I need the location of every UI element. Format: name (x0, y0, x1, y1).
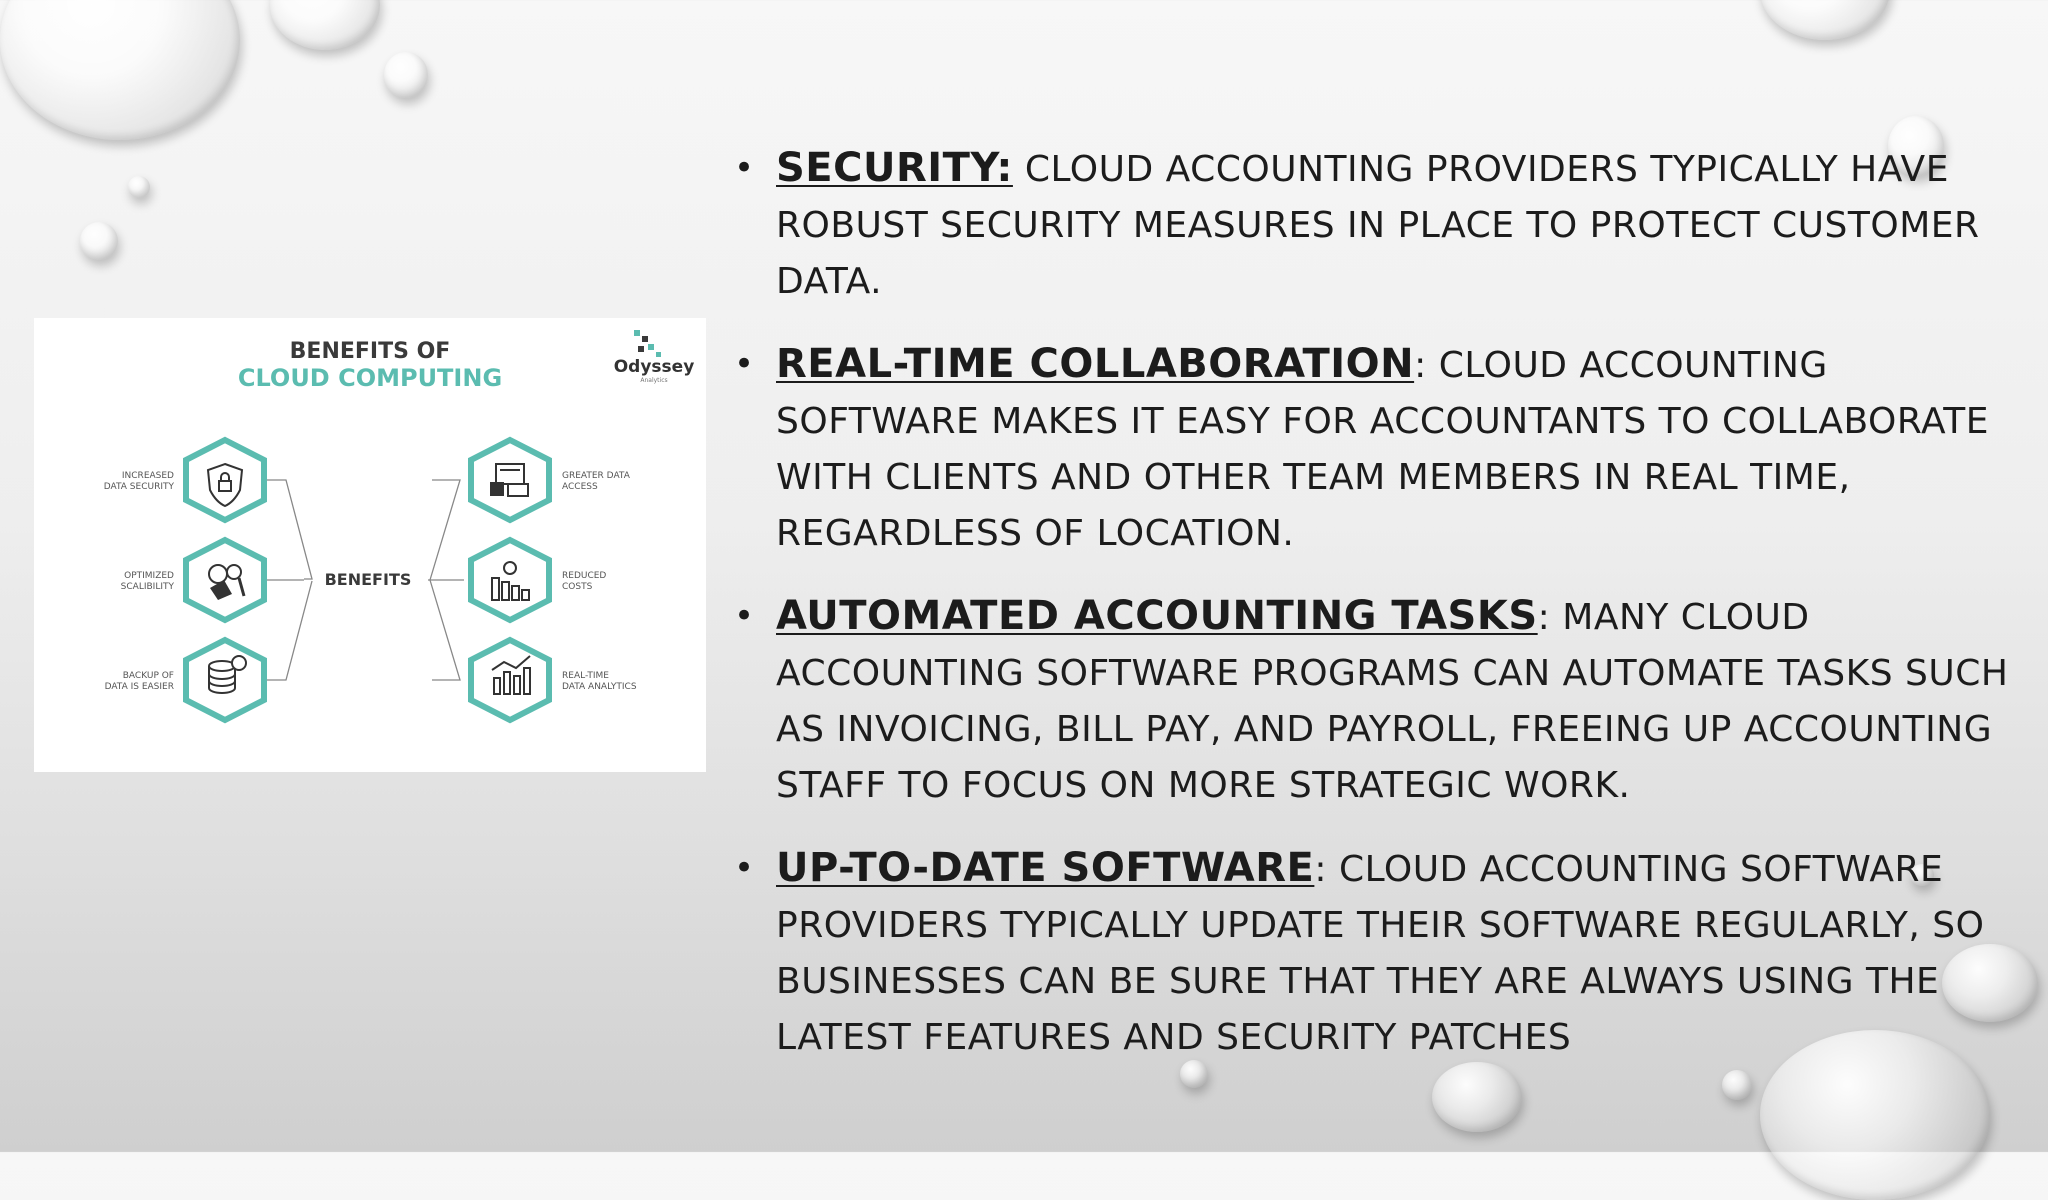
label-right-2b: COSTS (562, 582, 593, 592)
bullet-automated-tasks: AUTOMATED ACCOUNTING TASKS: MANY CLOUD A… (734, 588, 2024, 814)
hex-optimized-scalability (183, 536, 267, 624)
shield-lock-icon (206, 462, 244, 508)
hex-analytics (468, 636, 552, 724)
water-drop (128, 176, 150, 198)
reduced-costs-icon (491, 561, 530, 601)
label-left-3b: DATA IS EASIER (105, 682, 174, 692)
bullet-heading: AUTOMATED ACCOUNTING TASKS (776, 593, 1538, 639)
bullet-sep: : (1314, 849, 1328, 890)
bullet-text: CLOUD ACCOUNTING SOFTWARE PROVIDERS TYPI… (776, 849, 1985, 1058)
benefits-bullet-list: SECURITY: CLOUD ACCOUNTING PROVIDERS TYP… (734, 140, 2024, 1092)
data-access-icon (490, 463, 529, 497)
water-drop (80, 222, 118, 260)
infographic-svg: BENEFITS OF CLOUD COMPUTING Odyssey Anal… (104, 330, 695, 724)
infographic-title-line2: CLOUD COMPUTING (238, 364, 502, 392)
hex-reduced-costs (468, 536, 552, 624)
bullet-sep: : (1537, 597, 1551, 638)
water-drop (0, 0, 240, 140)
bullet-heading: SECURITY: (776, 145, 1013, 191)
label-right-1b: ACCESS (562, 482, 598, 492)
label-left-3a: BACKUP OF (123, 671, 174, 681)
label-left-1b: DATA SECURITY (104, 482, 175, 492)
bullet-security: SECURITY: CLOUD ACCOUNTING PROVIDERS TYP… (734, 140, 2024, 310)
bullet-collaboration: REAL-TIME COLLABORATION: CLOUD ACCOUNTIN… (734, 336, 2024, 562)
water-drop (384, 52, 428, 98)
bullet-up-to-date: UP-TO-DATE SOFTWARE: CLOUD ACCOUNTING SO… (734, 840, 2024, 1066)
hex-increased-security (183, 436, 267, 524)
label-left-2a: OPTIMIZED (124, 571, 174, 581)
label-right-1a: GREATER DATA (562, 471, 631, 481)
hex-backup (183, 636, 267, 724)
infographic-title-line1: BENEFITS OF (290, 339, 451, 364)
water-drop (1432, 1062, 1522, 1132)
label-left-1a: INCREASED (122, 471, 174, 481)
bullet-heading: REAL-TIME COLLABORATION (776, 341, 1415, 387)
bullet-text: CLOUD ACCOUNTING PROVIDERS TYPICALLY HAV… (776, 149, 1980, 302)
bullet-heading: UP-TO-DATE SOFTWARE (776, 845, 1315, 891)
database-backup-icon (208, 655, 247, 694)
brand-name: Odyssey (614, 357, 695, 377)
water-drop (270, 0, 380, 50)
bullet-sep: : (1414, 345, 1427, 386)
label-left-2b: SCALIBILITY (121, 582, 175, 592)
center-benefits-label: BENEFITS (325, 570, 412, 589)
odyssey-logo: Odyssey Analytics (614, 330, 695, 384)
analytics-icon (491, 655, 531, 695)
bullet-text: MANY CLOUD ACCOUNTING SOFTWARE PROGRAMS … (776, 597, 2009, 806)
bullet-text: CLOUD ACCOUNTING SOFTWARE MAKES IT EASY … (776, 345, 1990, 554)
water-drop (1760, 0, 1890, 40)
water-drop (1722, 1070, 1752, 1100)
label-right-2a: REDUCED (562, 571, 606, 581)
brand-sub: Analytics (640, 377, 667, 384)
label-right-3a: REAL-TIME (562, 671, 609, 681)
label-right-3b: DATA ANALYTICS (562, 682, 637, 692)
connector-lines (264, 479, 464, 681)
scalability-icon (208, 564, 246, 600)
benefits-infographic: BENEFITS OF CLOUD COMPUTING Odyssey Anal… (34, 318, 706, 772)
hex-greater-access (468, 436, 552, 524)
